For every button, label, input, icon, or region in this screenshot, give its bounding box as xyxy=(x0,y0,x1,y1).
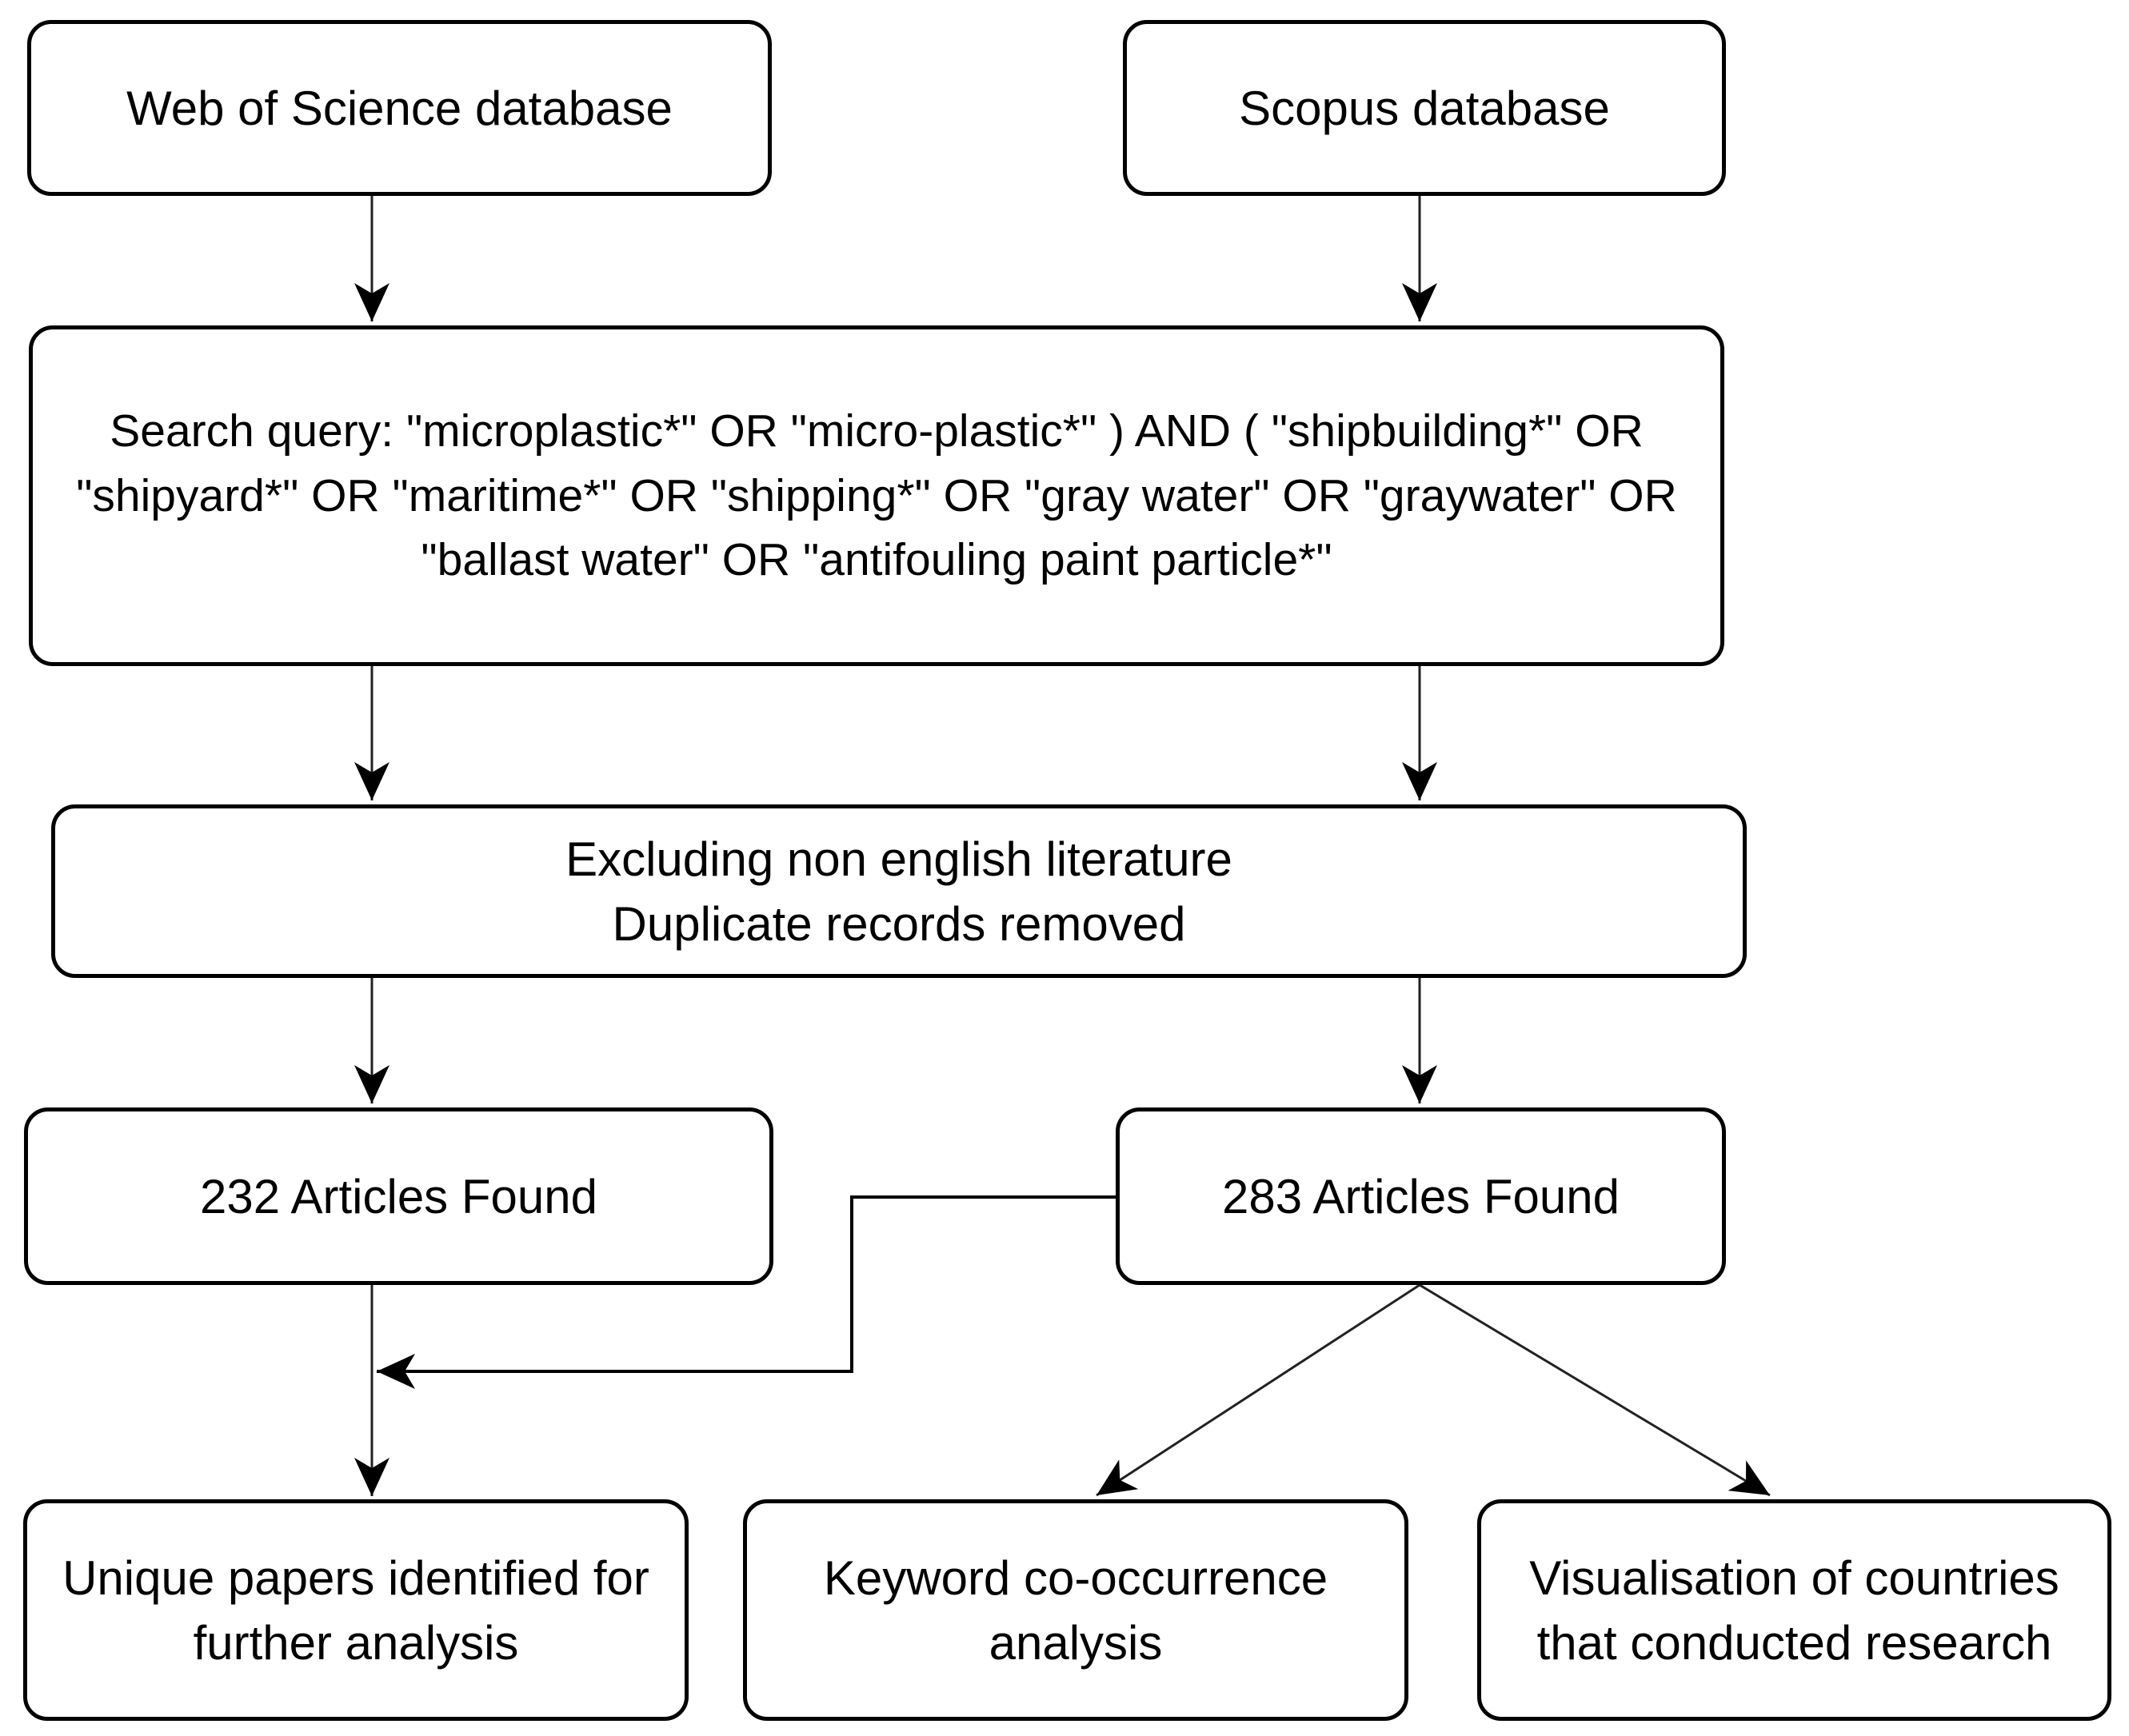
node-unique-papers: Unique papers identified for further ana… xyxy=(23,1499,689,1721)
node-countries-visualisation: Visualisation of countries that conducte… xyxy=(1477,1499,2111,1721)
node-web-of-science-database: Web of Science database xyxy=(27,20,772,196)
scopus-articles-found-label: 283 Articles Found xyxy=(1222,1169,1620,1223)
search-query-label: Search query: "microplastic*" OR "micro-… xyxy=(76,405,1677,586)
node-keyword-cooccurrence-analysis: Keyword co-occurrence analysis xyxy=(743,1499,1408,1721)
arrow-283-to-keyword xyxy=(1096,1283,1420,1497)
unique-papers-label: Unique papers identified for further ana… xyxy=(62,1550,649,1670)
wos-database-label: Web of Science database xyxy=(126,81,673,135)
keyword-analysis-label: Keyword co-occurrence analysis xyxy=(823,1550,1328,1670)
node-screening-criteria: Excluding non english literature Duplica… xyxy=(51,804,1747,978)
wos-articles-found-label: 232 Articles Found xyxy=(200,1169,597,1223)
screening-line-2: Duplicate records removed xyxy=(612,896,1186,951)
countries-visualisation-label: Visualisation of countries that conducte… xyxy=(1529,1550,2059,1670)
arrow-283-to-countries xyxy=(1419,1283,1771,1497)
scopus-database-label: Scopus database xyxy=(1239,81,1610,135)
node-search-query: Search query: "microplastic*" OR "micro-… xyxy=(29,325,1724,666)
node-scopus-database: Scopus database xyxy=(1123,20,1726,196)
node-wos-articles-found: 232 Articles Found xyxy=(24,1107,773,1285)
screening-line-1: Excluding non english literature xyxy=(565,832,1232,886)
node-scopus-articles-found: 283 Articles Found xyxy=(1116,1107,1726,1285)
elbow-283-to-merge xyxy=(377,1195,1116,1389)
